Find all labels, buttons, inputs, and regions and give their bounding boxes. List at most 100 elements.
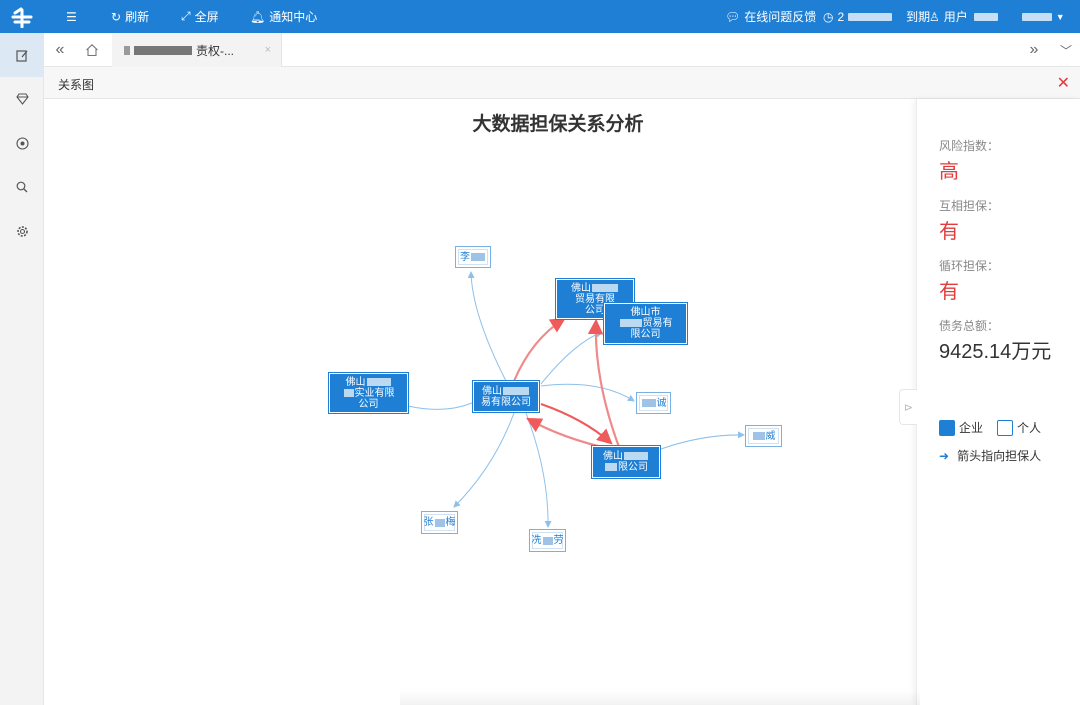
redacted-tab-text bbox=[124, 45, 130, 55]
gear-icon bbox=[16, 225, 28, 237]
mutual-value: 有 bbox=[939, 221, 959, 243]
top-bar: ☰ ↻ 刷新 ⤢ 全屏 🔔︎ 通知中心 💬︎ 在线问题反馈 ◷ 2 到期 ♙ 用… bbox=[0, 0, 1080, 33]
sidebar-item-settings[interactable] bbox=[0, 209, 44, 253]
cycle-label: 循环担保： bbox=[939, 259, 1000, 273]
close-tab-icon[interactable]: × bbox=[264, 44, 271, 56]
bottom-shadow bbox=[400, 690, 920, 705]
redacted bbox=[471, 253, 485, 261]
company-node-left[interactable]: 佛山 实业有限 公司 bbox=[329, 373, 408, 413]
tab-dropdown-button[interactable]: ﹀ bbox=[1052, 33, 1080, 67]
double-chevron-left-icon: « bbox=[55, 41, 65, 58]
arrow-right-icon: ➜ bbox=[939, 448, 950, 463]
edge bbox=[407, 402, 473, 410]
company-node-top-right[interactable]: 佛山市 贸易有 限公司 bbox=[604, 303, 687, 344]
refresh-button[interactable]: ↻ 刷新 bbox=[111, 9, 150, 25]
target-icon bbox=[15, 136, 29, 150]
redacted bbox=[542, 536, 553, 545]
redacted bbox=[624, 452, 648, 461]
sidebar-item-edit[interactable] bbox=[0, 33, 44, 77]
clock-icon: ◷ bbox=[823, 9, 834, 24]
sidebar-item-search[interactable] bbox=[0, 165, 44, 209]
scroll-tabs-right-button[interactable]: » bbox=[1020, 33, 1048, 67]
collapse-icon: ⊳ bbox=[903, 401, 914, 414]
edge bbox=[660, 431, 745, 450]
menu-toggle-button[interactable]: ☰ bbox=[66, 0, 77, 33]
edge-cycle bbox=[587, 318, 621, 448]
sidebar-item-diamond[interactable] bbox=[0, 77, 44, 121]
user-icon: ♙ bbox=[929, 9, 940, 24]
graph-edges bbox=[407, 271, 745, 528]
redacted bbox=[343, 388, 354, 397]
collapse-panel-button[interactable]: ⊳ bbox=[899, 389, 917, 425]
redacted bbox=[605, 463, 617, 472]
cycle-value: 有 bbox=[939, 281, 959, 303]
user-menu[interactable]: ♙ 用户 ▼ bbox=[929, 9, 1065, 25]
logo[interactable] bbox=[0, 0, 44, 33]
expiry-info: ◷ 2 到期 bbox=[823, 9, 931, 25]
edge-mutual bbox=[540, 402, 613, 445]
redacted-date bbox=[848, 12, 893, 21]
summary-panel: ⊳ 风险指数： 高 互相担保： 有 循环担保： 有 债务总额： 9425.14万… bbox=[899, 99, 1080, 705]
risk-value: 高 bbox=[939, 161, 959, 183]
caret-down-icon: ▼ bbox=[1055, 11, 1065, 22]
person-node[interactable]: 冼劳 bbox=[529, 529, 566, 552]
edge bbox=[540, 383, 635, 402]
left-sidebar bbox=[0, 33, 44, 705]
company-swatch bbox=[939, 419, 955, 436]
person-node[interactable]: 李 bbox=[455, 246, 491, 268]
legend: 企业 个人 bbox=[939, 419, 1041, 436]
redacted bbox=[366, 377, 391, 386]
sidebar-item-target[interactable] bbox=[0, 121, 44, 165]
edge bbox=[540, 330, 603, 385]
debt-label: 债务总额： bbox=[939, 319, 1000, 333]
home-icon bbox=[86, 44, 98, 57]
debt-value: 9425.14万元 bbox=[939, 341, 1052, 363]
arrow-legend: ➜ 箭头指向担保人 bbox=[939, 448, 1042, 464]
person-node[interactable]: 诚 bbox=[636, 392, 671, 414]
edge-mutual bbox=[512, 317, 566, 382]
redacted-username bbox=[973, 12, 998, 21]
tab-bar: « 责权-... × » ﹀ bbox=[44, 33, 1080, 67]
mutual-label: 互相担保： bbox=[939, 199, 1000, 213]
home-tab-button[interactable] bbox=[78, 33, 106, 67]
notification-center-button[interactable]: 🔔︎ 通知中心 bbox=[250, 9, 318, 25]
redacted bbox=[434, 518, 445, 527]
redacted bbox=[503, 386, 529, 395]
menu-icon: ☰ bbox=[66, 9, 77, 24]
search-icon bbox=[16, 181, 28, 193]
edit-icon bbox=[15, 49, 27, 62]
redacted bbox=[592, 283, 618, 292]
edge bbox=[467, 271, 507, 382]
panel-header: 关系图 ✕ bbox=[44, 67, 1080, 99]
fullscreen-icon: ⤢ bbox=[181, 9, 191, 23]
refresh-icon: ↻ bbox=[111, 9, 122, 24]
redacted bbox=[752, 432, 765, 440]
chat-icon: 💬︎ bbox=[725, 9, 741, 24]
feedback-button[interactable]: 💬︎ 在线问题反馈 bbox=[725, 9, 817, 25]
double-chevron-right-icon: » bbox=[1029, 41, 1039, 58]
redacted bbox=[619, 319, 642, 328]
close-icon: ✕ bbox=[1056, 75, 1070, 92]
chevron-down-icon: ﹀ bbox=[1059, 43, 1072, 58]
person-node[interactable]: 张梅 bbox=[421, 511, 458, 534]
redacted-tab-text-2 bbox=[134, 45, 192, 55]
scroll-tabs-left-button[interactable]: « bbox=[46, 33, 74, 67]
bell-icon: 🔔︎ bbox=[250, 9, 266, 24]
close-panel-button[interactable]: ✕ bbox=[1057, 73, 1070, 93]
tab-active[interactable]: 责权-... × bbox=[112, 33, 282, 67]
fullscreen-button[interactable]: ⤢ 全屏 bbox=[181, 9, 219, 24]
person-node[interactable]: 威 bbox=[745, 425, 782, 447]
diamond-icon bbox=[15, 93, 29, 105]
redacted-username-2 bbox=[1021, 12, 1052, 21]
company-node-top[interactable]: 佛山 贸易有限 公司 bbox=[556, 279, 634, 319]
redacted bbox=[641, 399, 656, 407]
panel-title: 关系图 bbox=[58, 78, 95, 92]
edge bbox=[525, 412, 552, 528]
relationship-graph: 佛山 易有限公司 佛山 实业有限 公司 佛山 贸易有限 公司 佛山市 贸易有 限… bbox=[44, 99, 916, 705]
risk-label: 风险指数： bbox=[939, 139, 1000, 153]
edge bbox=[453, 412, 515, 508]
company-node-center[interactable]: 佛山 易有限公司 bbox=[473, 381, 539, 412]
graph-title-wrapper: 大数据担保关系分析 bbox=[44, 99, 1080, 139]
company-node-bottom[interactable]: 佛山 限公司 bbox=[592, 446, 660, 478]
person-swatch bbox=[997, 419, 1014, 436]
